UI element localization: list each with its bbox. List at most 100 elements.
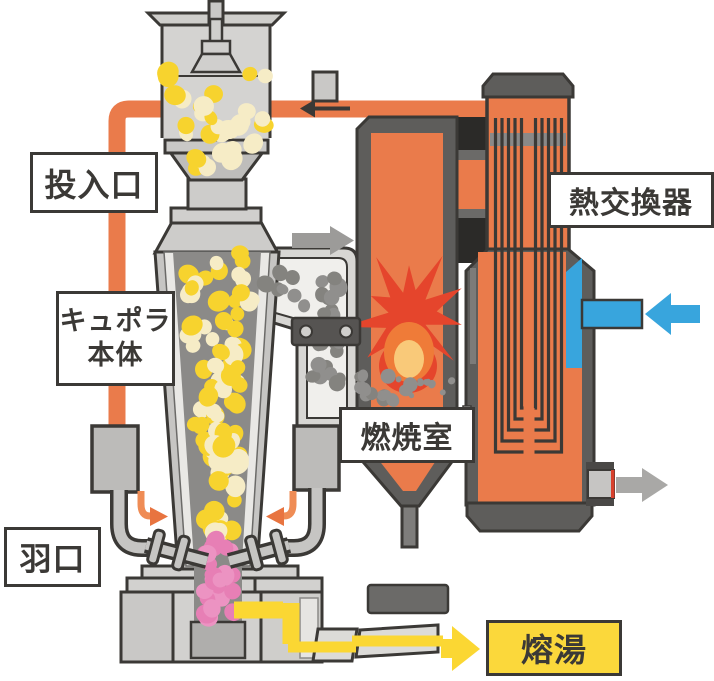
pellet [222, 140, 242, 161]
pellet [257, 68, 273, 84]
pellet [209, 255, 224, 271]
tuyere-nozzle-left [143, 528, 210, 572]
pellet [231, 284, 250, 302]
pellet [220, 365, 241, 386]
pellet [231, 266, 247, 283]
pellet [276, 284, 289, 295]
pellet [439, 389, 446, 396]
pellet [212, 343, 230, 361]
tuyere-assembly [90, 424, 341, 572]
pellet [208, 471, 229, 491]
pellet [193, 96, 214, 116]
pellet [210, 409, 225, 423]
pellet [203, 599, 221, 618]
label-cupola-body: キュポラ 本体 [56, 291, 175, 386]
pellet [328, 374, 346, 392]
pellet [231, 245, 249, 262]
pellet [272, 264, 288, 282]
pellet [204, 500, 225, 521]
exhaust-flow-arrow [300, 99, 350, 118]
tuyere-nozzle-right [226, 528, 292, 572]
exhaust-recirculation-pipe [108, 100, 489, 430]
label-molten-metal: 熔湯 [486, 620, 622, 676]
pellet [422, 379, 430, 386]
pellet [207, 357, 225, 374]
pellet [218, 539, 234, 556]
heat-exchanger [462, 72, 700, 533]
pellet [237, 103, 256, 120]
pellet [227, 320, 244, 338]
heat-exchanger-cap [481, 72, 575, 99]
pellet [380, 368, 396, 384]
pellet [225, 475, 246, 498]
pellet [212, 434, 236, 458]
pellet [205, 332, 220, 347]
wind-box-left [90, 424, 140, 494]
hot-air-outlet-arrow [616, 468, 668, 502]
pellet [285, 270, 300, 285]
heat-exchanger-base [465, 501, 594, 533]
tuyere-air-arrow-right [266, 491, 297, 526]
pellet [317, 307, 331, 320]
pellet [386, 393, 400, 407]
cupola-dome [152, 220, 281, 255]
pellet [403, 377, 418, 392]
pellet [327, 271, 342, 286]
pellet [164, 85, 186, 106]
pellet [287, 288, 302, 303]
pellet [417, 380, 424, 387]
pellet [184, 280, 199, 296]
funnel-neck [186, 177, 248, 211]
pellet [157, 61, 179, 84]
pellet [305, 370, 321, 383]
molten-metal-stream [234, 601, 443, 653]
pellet [198, 386, 219, 407]
pellet [357, 369, 369, 382]
pellet [315, 275, 329, 288]
pellet [222, 520, 242, 541]
label-heat-exchanger: 熱交換器 [548, 172, 714, 228]
label-cupola-line2: 本体 [87, 339, 144, 370]
charge-pellets [157, 61, 456, 627]
label-combustion-chamber: 燃焼室 [339, 407, 475, 463]
pellet [256, 275, 275, 293]
jacket-highlight [470, 268, 476, 364]
label-cupola-line1: キュポラ [59, 305, 172, 336]
hearth [189, 620, 247, 660]
tuyere-air-arrow-left [137, 491, 168, 526]
pellet [186, 148, 207, 168]
pellet [177, 116, 195, 135]
pipe-damper-box [311, 70, 339, 103]
pellet [224, 582, 241, 600]
cupola-offgas-arrow [292, 226, 354, 255]
cold-air-inlet-arrow [645, 293, 700, 335]
pellet [358, 382, 372, 397]
pellet [243, 133, 264, 154]
pellet [401, 387, 409, 395]
pellet [395, 376, 402, 383]
pellet [192, 416, 210, 435]
tap-spout-bar [253, 576, 324, 594]
hot-air-outlet [586, 462, 668, 506]
label-tuyere: 羽口 [4, 527, 101, 587]
slag-pit [366, 583, 450, 615]
pellet [185, 338, 201, 353]
pellet [181, 315, 203, 336]
pellet [323, 289, 340, 306]
pellet [230, 306, 245, 321]
pellet [242, 66, 258, 82]
molten-flow-arrow [441, 626, 480, 671]
pellet [212, 572, 228, 588]
pellet [207, 290, 231, 312]
pellet [298, 299, 311, 313]
pellet [226, 393, 246, 414]
cold-air-channel [566, 258, 582, 368]
bell-valve [189, 17, 243, 74]
pellet [254, 111, 271, 127]
wind-box-right [292, 424, 341, 492]
flame-burst [343, 255, 462, 385]
pellet [310, 356, 327, 373]
pellet [408, 392, 415, 399]
